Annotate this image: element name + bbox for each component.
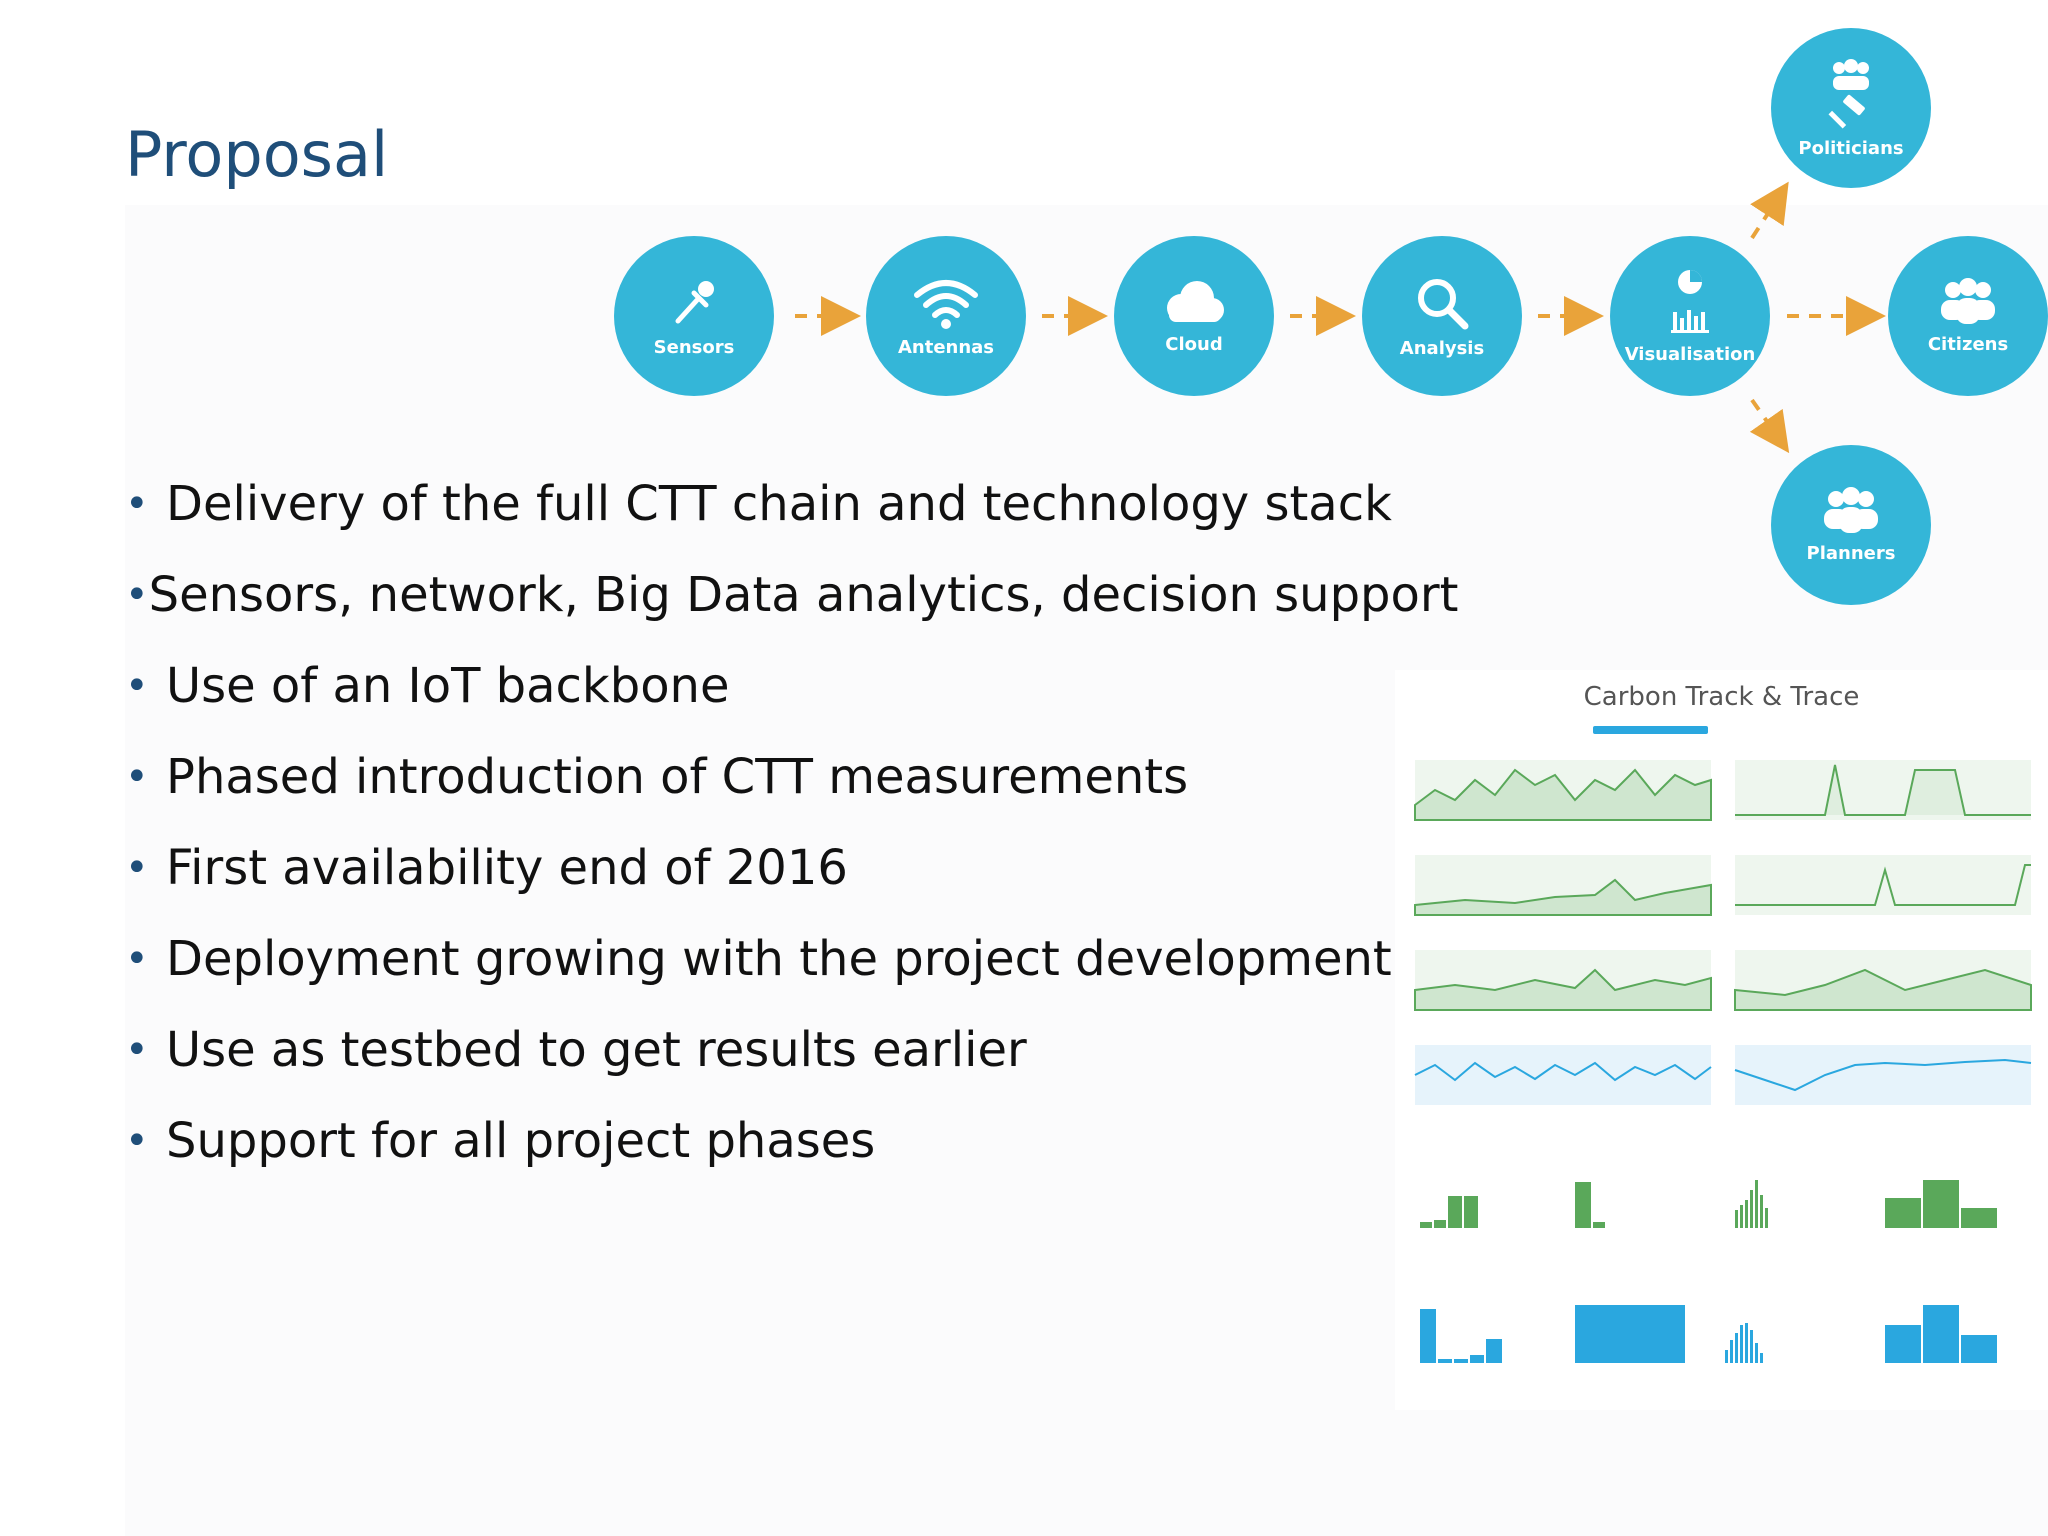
mini-chart bbox=[1405, 750, 1715, 830]
slide-title: Proposal bbox=[125, 118, 389, 191]
bullet-item: •Sensors, network, Big Data analytics, d… bbox=[125, 549, 1458, 640]
mini-chart bbox=[1405, 940, 1715, 1020]
node-label: Visualisation bbox=[1624, 343, 1756, 365]
node-label: Citizens bbox=[1927, 333, 2009, 355]
node-label: Planners bbox=[1806, 542, 1896, 564]
people-icon bbox=[1941, 277, 1995, 324]
node-cloud: Cloud bbox=[1114, 236, 1274, 396]
people-icon bbox=[1824, 486, 1878, 533]
mini-chart bbox=[1725, 1035, 2035, 1115]
dashboard-tabs bbox=[1593, 726, 1708, 734]
mini-chart bbox=[1725, 940, 2035, 1020]
bullet-text: Support for all project phases bbox=[166, 1112, 876, 1169]
histogram-row-blue bbox=[1405, 1295, 2035, 1375]
node-label: Analysis bbox=[1399, 337, 1485, 359]
pipette-icon bbox=[675, 280, 714, 323]
wifi-icon bbox=[914, 279, 978, 329]
bullet-dot: • bbox=[125, 844, 149, 891]
cloud-icon bbox=[1167, 280, 1224, 322]
node-sensors: Sensors bbox=[614, 236, 774, 396]
node-antennas: Antennas bbox=[866, 236, 1026, 396]
histogram-row-green bbox=[1405, 1160, 2035, 1240]
mini-chart bbox=[1725, 750, 2035, 830]
magnifier-icon bbox=[1418, 278, 1469, 329]
chart-icon bbox=[1671, 269, 1709, 333]
node-visualisation: Visualisation bbox=[1610, 236, 1770, 396]
bullet-text: Sensors, network, Big Data analytics, de… bbox=[148, 566, 1459, 623]
node-label: Cloud bbox=[1165, 333, 1223, 355]
node-label: Antennas bbox=[897, 336, 995, 358]
node-planners: Planners bbox=[1771, 445, 1931, 605]
dashboard-title: Carbon Track & Trace bbox=[1583, 682, 1860, 712]
node-politicians: Politicians bbox=[1771, 28, 1931, 188]
bullet-dot: • bbox=[125, 1026, 149, 1073]
node-label: Sensors bbox=[653, 336, 735, 358]
mini-chart bbox=[1405, 1035, 1715, 1115]
node-citizens: Citizens bbox=[1888, 236, 2048, 396]
bullet-text: First availability end of 2016 bbox=[166, 839, 848, 896]
bullet-item: • Support for all project phases bbox=[125, 1095, 1445, 1186]
bullet-item: • Delivery of the full CTT chain and tech… bbox=[125, 458, 1445, 549]
mini-chart bbox=[1405, 845, 1715, 925]
bullet-dot: • bbox=[125, 480, 149, 527]
node-analysis: Analysis bbox=[1362, 236, 1522, 396]
bullet-list: • Delivery of the full CTT chain and tech… bbox=[125, 458, 1458, 1186]
bullet-item: • Use as testbed to get results earlier bbox=[125, 1004, 1445, 1095]
gavel-icon bbox=[1828, 58, 1869, 128]
bullet-dot: • bbox=[125, 935, 149, 982]
bullet-item: • Deployment growing with the project dev… bbox=[125, 913, 1445, 1004]
bullet-item: • First availability end of 2016 bbox=[125, 822, 1445, 913]
node-label: Politicians bbox=[1798, 137, 1904, 159]
bullet-dot: • bbox=[125, 753, 149, 800]
dashboard-screenshot: Carbon Track & Trace bbox=[1395, 670, 2048, 1410]
bullet-text: Use of an IoT backbone bbox=[166, 657, 730, 714]
bullet-item: • Phased introduction of CTT measurements bbox=[125, 731, 1445, 822]
bullet-item: • Use of an IoT backbone bbox=[125, 640, 1445, 731]
mini-chart bbox=[1725, 845, 2035, 925]
bullet-dot: • bbox=[125, 1117, 149, 1164]
bullet-dot: • bbox=[125, 571, 149, 618]
bullet-text: Use as testbed to get results earlier bbox=[166, 1021, 1027, 1078]
bullet-text: Deployment growing with the project deve… bbox=[166, 930, 1392, 987]
bullet-text: Phased introduction of CTT measurements bbox=[166, 748, 1189, 805]
bullet-dot: • bbox=[125, 662, 149, 709]
bullet-text: Delivery of the full CTT chain and techn… bbox=[166, 475, 1392, 532]
